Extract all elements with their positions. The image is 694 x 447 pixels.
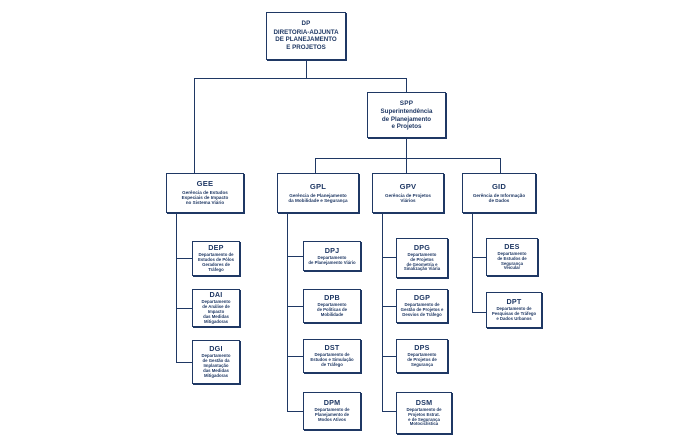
connector-gpl-to-dpb xyxy=(287,306,303,307)
node-spp[interactable]: SPP Superintendência de Planejamento e P… xyxy=(367,92,446,138)
node-dsm-code: DSM xyxy=(415,397,433,407)
node-dpt-desc: Departamento de Pesquisas de Tráfego e D… xyxy=(491,306,537,321)
connector-gid-to-dpt xyxy=(472,312,486,313)
connector-gpv-to-dgp xyxy=(382,306,396,307)
node-gpv[interactable]: GPV Gerência de Projetos Viários xyxy=(372,173,444,213)
connector-gee-spine xyxy=(176,213,177,363)
node-dpm[interactable]: DPM Departamento de Planejamento de Modo… xyxy=(303,392,361,430)
node-dpb[interactable]: DPB Departamento de Políticas de Mobilid… xyxy=(303,289,361,323)
node-dst[interactable]: DST Departamento de Estudos e Simulação … xyxy=(303,339,361,373)
node-dpg-desc: Departamento de Projetos de Geometria e … xyxy=(403,251,441,272)
node-gee[interactable]: GEE Gerência de Estudos Especiais de Imp… xyxy=(166,173,244,213)
connector-gee-to-dep xyxy=(176,258,192,259)
connector-gpv-to-dps xyxy=(382,356,396,357)
connector-dp-bus xyxy=(194,78,407,79)
connector-gid-to-des xyxy=(472,257,486,258)
node-dai[interactable]: DAI Departamento de Análise de Impacto d… xyxy=(192,289,240,327)
node-gpl-code: GPL xyxy=(309,182,327,192)
node-dep-desc: Departamento de Estudos de Pólos Gerador… xyxy=(197,252,235,272)
connector-dp-down xyxy=(306,60,307,78)
node-dgi[interactable]: DGI Departamento de Gestão da Implantaçã… xyxy=(192,340,240,384)
node-dgp[interactable]: DGP Departamento de Gestão de Projetos e… xyxy=(396,289,448,323)
node-dpj[interactable]: DPJ Departamento de Planejamento Viário xyxy=(303,241,361,271)
node-dai-desc: Departamento de Análise de Impacto das M… xyxy=(201,299,231,324)
node-des-code: DES xyxy=(504,241,520,251)
connector-spp-bus xyxy=(315,158,500,159)
node-dpj-code: DPJ xyxy=(324,245,340,255)
node-spp-desc: Superintendência de Planejamento e Proje… xyxy=(380,108,433,130)
node-spp-code: SPP xyxy=(399,100,414,108)
connector-gpl-to-dpj xyxy=(287,256,303,257)
connector-gpv-to-dsm xyxy=(382,411,396,412)
connector-dp-to-spp xyxy=(406,78,407,92)
node-dpm-code: DPM xyxy=(323,398,341,408)
node-des-desc: Departamento de Estudos de Segurança Vei… xyxy=(497,250,527,271)
node-dpt[interactable]: DPT Departamento de Pesquisas de Tráfego… xyxy=(486,292,542,328)
node-dsm-desc: Departamento de Projetos Estrat. e de Se… xyxy=(406,406,442,427)
node-dpm-desc: Departamento de Planejamento de Modos At… xyxy=(314,407,350,422)
node-dps-desc: Departamento de Projetos de Segurança xyxy=(407,352,437,367)
node-dps[interactable]: DPS Departamento de Projetos de Seguranç… xyxy=(396,339,448,373)
connector-spp-to-gpl xyxy=(315,158,316,173)
node-dpg[interactable]: DPG Departamento de Projetos de Geometri… xyxy=(396,238,448,278)
connector-gpl-to-dst xyxy=(287,356,303,357)
connector-gee-to-dgi xyxy=(176,362,192,363)
node-dep[interactable]: DEP Departamento de Estudos de Pólos Ger… xyxy=(192,241,240,276)
connector-gpv-spine xyxy=(382,213,383,411)
node-dpt-code: DPT xyxy=(506,297,522,307)
node-dp-code: DP xyxy=(301,20,311,28)
node-dgi-code: DGI xyxy=(209,344,223,354)
node-dsm[interactable]: DSM Departamento de Projetos Estrat. e d… xyxy=(396,392,452,434)
connector-gpl-spine xyxy=(287,213,288,411)
node-gee-desc: Gerência de Estudos Especiais de Impacto… xyxy=(181,189,229,206)
node-dpg-code: DPG xyxy=(413,242,431,252)
node-gid[interactable]: GID Gerência de Informação de Dados xyxy=(462,173,536,213)
connector-spp-to-gpv xyxy=(406,158,407,173)
node-dgp-desc: Departamento de Gestão de Projetos e Des… xyxy=(400,302,444,317)
connector-gid-spine xyxy=(472,213,473,312)
connector-dp-to-gee xyxy=(194,78,195,173)
node-gee-code: GEE xyxy=(196,179,214,189)
node-dp-desc: DIRETORIA-ADJUNTA DE PLANEJAMENTO E PROJ… xyxy=(273,29,339,51)
node-gid-code: GID xyxy=(491,182,507,192)
node-dpj-desc: Departamento de Planejamento Viário xyxy=(308,254,356,265)
node-dps-code: DPS xyxy=(414,343,430,353)
node-gpv-code: GPV xyxy=(399,182,417,192)
node-gid-desc: Gerência de Informação de Dados xyxy=(472,192,526,203)
node-gpv-desc: Gerência de Projetos Viários xyxy=(385,192,431,203)
node-gpl-desc: Gerência de Planejamento da Mobilidade e… xyxy=(288,192,348,203)
node-dst-desc: Departamento de Estudos e Simulação de T… xyxy=(310,352,354,367)
node-dep-code: DEP xyxy=(208,243,224,253)
connector-spp-down xyxy=(406,138,407,158)
node-dp[interactable]: DP DIRETORIA-ADJUNTA DE PLANEJAMENTO E P… xyxy=(266,12,346,60)
node-des[interactable]: DES Departamento de Estudos de Segurança… xyxy=(486,238,538,276)
connector-gpv-to-dpg xyxy=(382,257,396,258)
node-dpb-desc: Departamento de Políticas de Mobilidade xyxy=(316,302,348,317)
node-dai-code: DAI xyxy=(209,290,223,300)
connector-gpl-to-dpm xyxy=(287,411,303,412)
connector-gee-to-dai xyxy=(176,308,192,309)
connector-spp-to-gid xyxy=(500,158,501,173)
node-gpl[interactable]: GPL Gerência de Planejamento da Mobilida… xyxy=(277,173,359,213)
node-dgi-desc: Departamento de Gestão da Implantação da… xyxy=(201,353,231,378)
node-dst-code: DST xyxy=(324,343,340,353)
node-dpb-code: DPB xyxy=(324,293,340,303)
node-dgp-code: DGP xyxy=(413,293,431,303)
